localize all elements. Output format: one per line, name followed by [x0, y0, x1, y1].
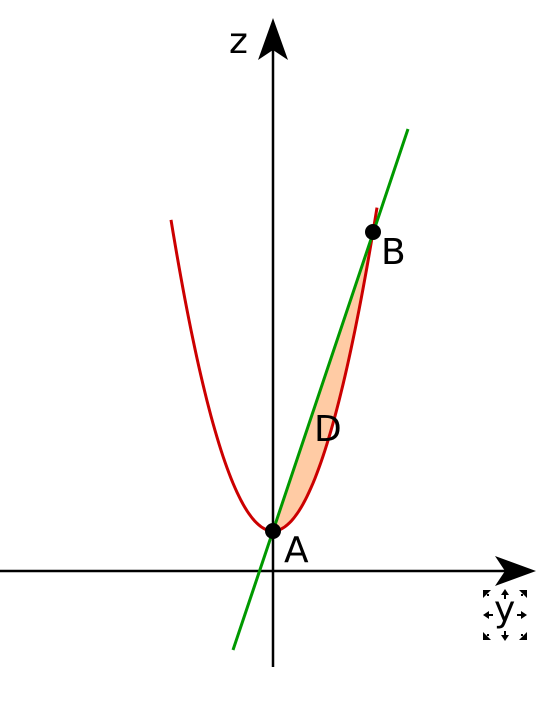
z-axis-arrowhead-icon — [258, 18, 288, 60]
y-axis-arrowhead-icon — [495, 556, 536, 586]
region-d-label: D — [314, 409, 342, 450]
secant-line — [231, 128, 410, 651]
point-b-label: B — [381, 232, 406, 273]
point-a-label: A — [284, 530, 309, 571]
point-a — [265, 523, 281, 539]
move-handle-icon[interactable] — [483, 589, 527, 641]
z-axis-label: z — [229, 21, 248, 62]
y-axis-label: y — [494, 589, 515, 630]
point-b — [365, 224, 381, 240]
